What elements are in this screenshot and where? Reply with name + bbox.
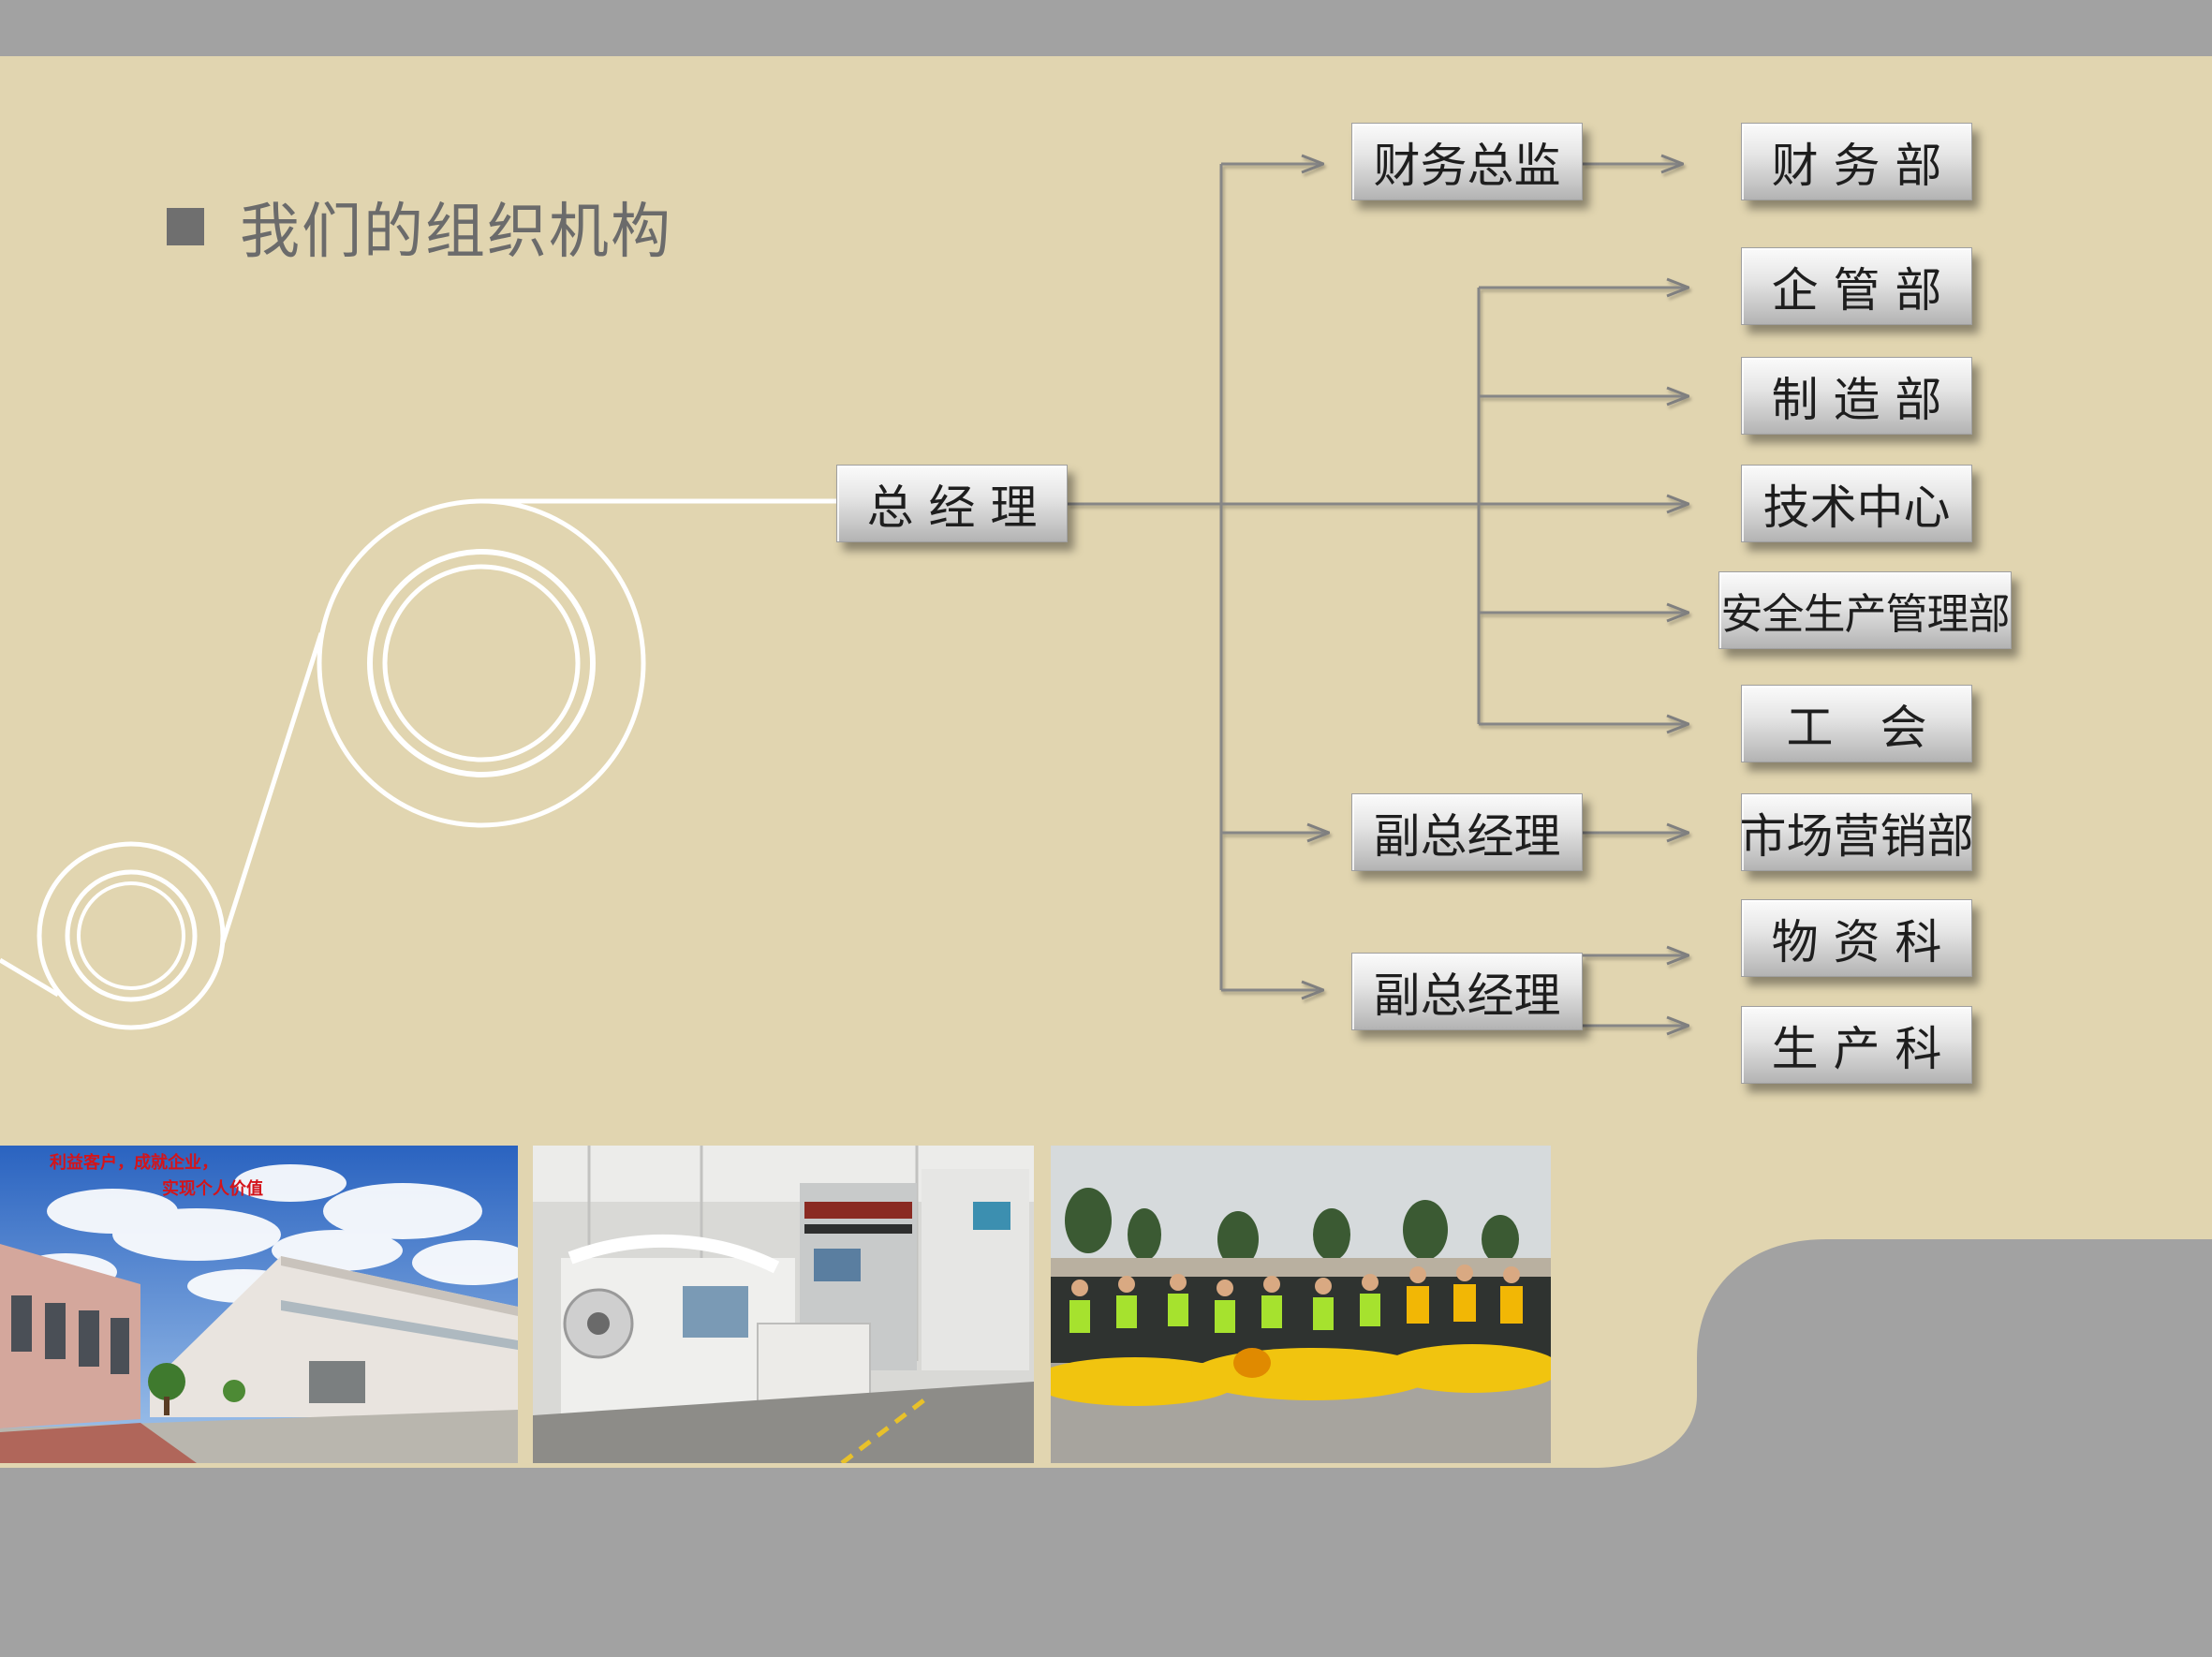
safety-dept-box: 安全生产管理部 [1718,571,2012,649]
slide-title: 我们的组织机构 [167,193,672,267]
decorative-film-lines [0,498,836,998]
enterprise-mgmt-dept-box: 企 管 部 [1741,247,1972,325]
ceo-box: 总 经 理 [836,465,1068,542]
tech-center-box: 技术中心 [1741,465,1972,542]
production-section-box: 生 产 科 [1741,1006,1972,1084]
square-bullet-icon [167,208,204,245]
materials-section-box: 物 资 科 [1741,899,1972,977]
slogan-line-2: 实现个人价值 [162,1178,263,1199]
vp-marketing-box: 副总经理 [1351,793,1583,871]
page-title: 我们的组织机构 [240,198,672,267]
union-box: 工 会 [1741,685,1972,762]
beige-panel [0,56,2212,1468]
production-machine-photo [533,1146,1034,1463]
factory-building-photo: 利益客户，成就企业， 实现个人价值 [0,1146,518,1463]
manufacturing-dept-box: 制 造 部 [1741,357,1972,435]
slogan-line-1: 利益客户，成就企业， [50,1152,218,1173]
team-activity-photo [1051,1146,1551,1463]
vp-supply-box: 副总经理 [1351,953,1583,1030]
finance-dept-box: 财 务 部 [1741,123,1972,200]
marketing-dept-box: 市场营销部 [1740,793,1974,871]
cfo-box: 财务总监 [1351,123,1583,200]
